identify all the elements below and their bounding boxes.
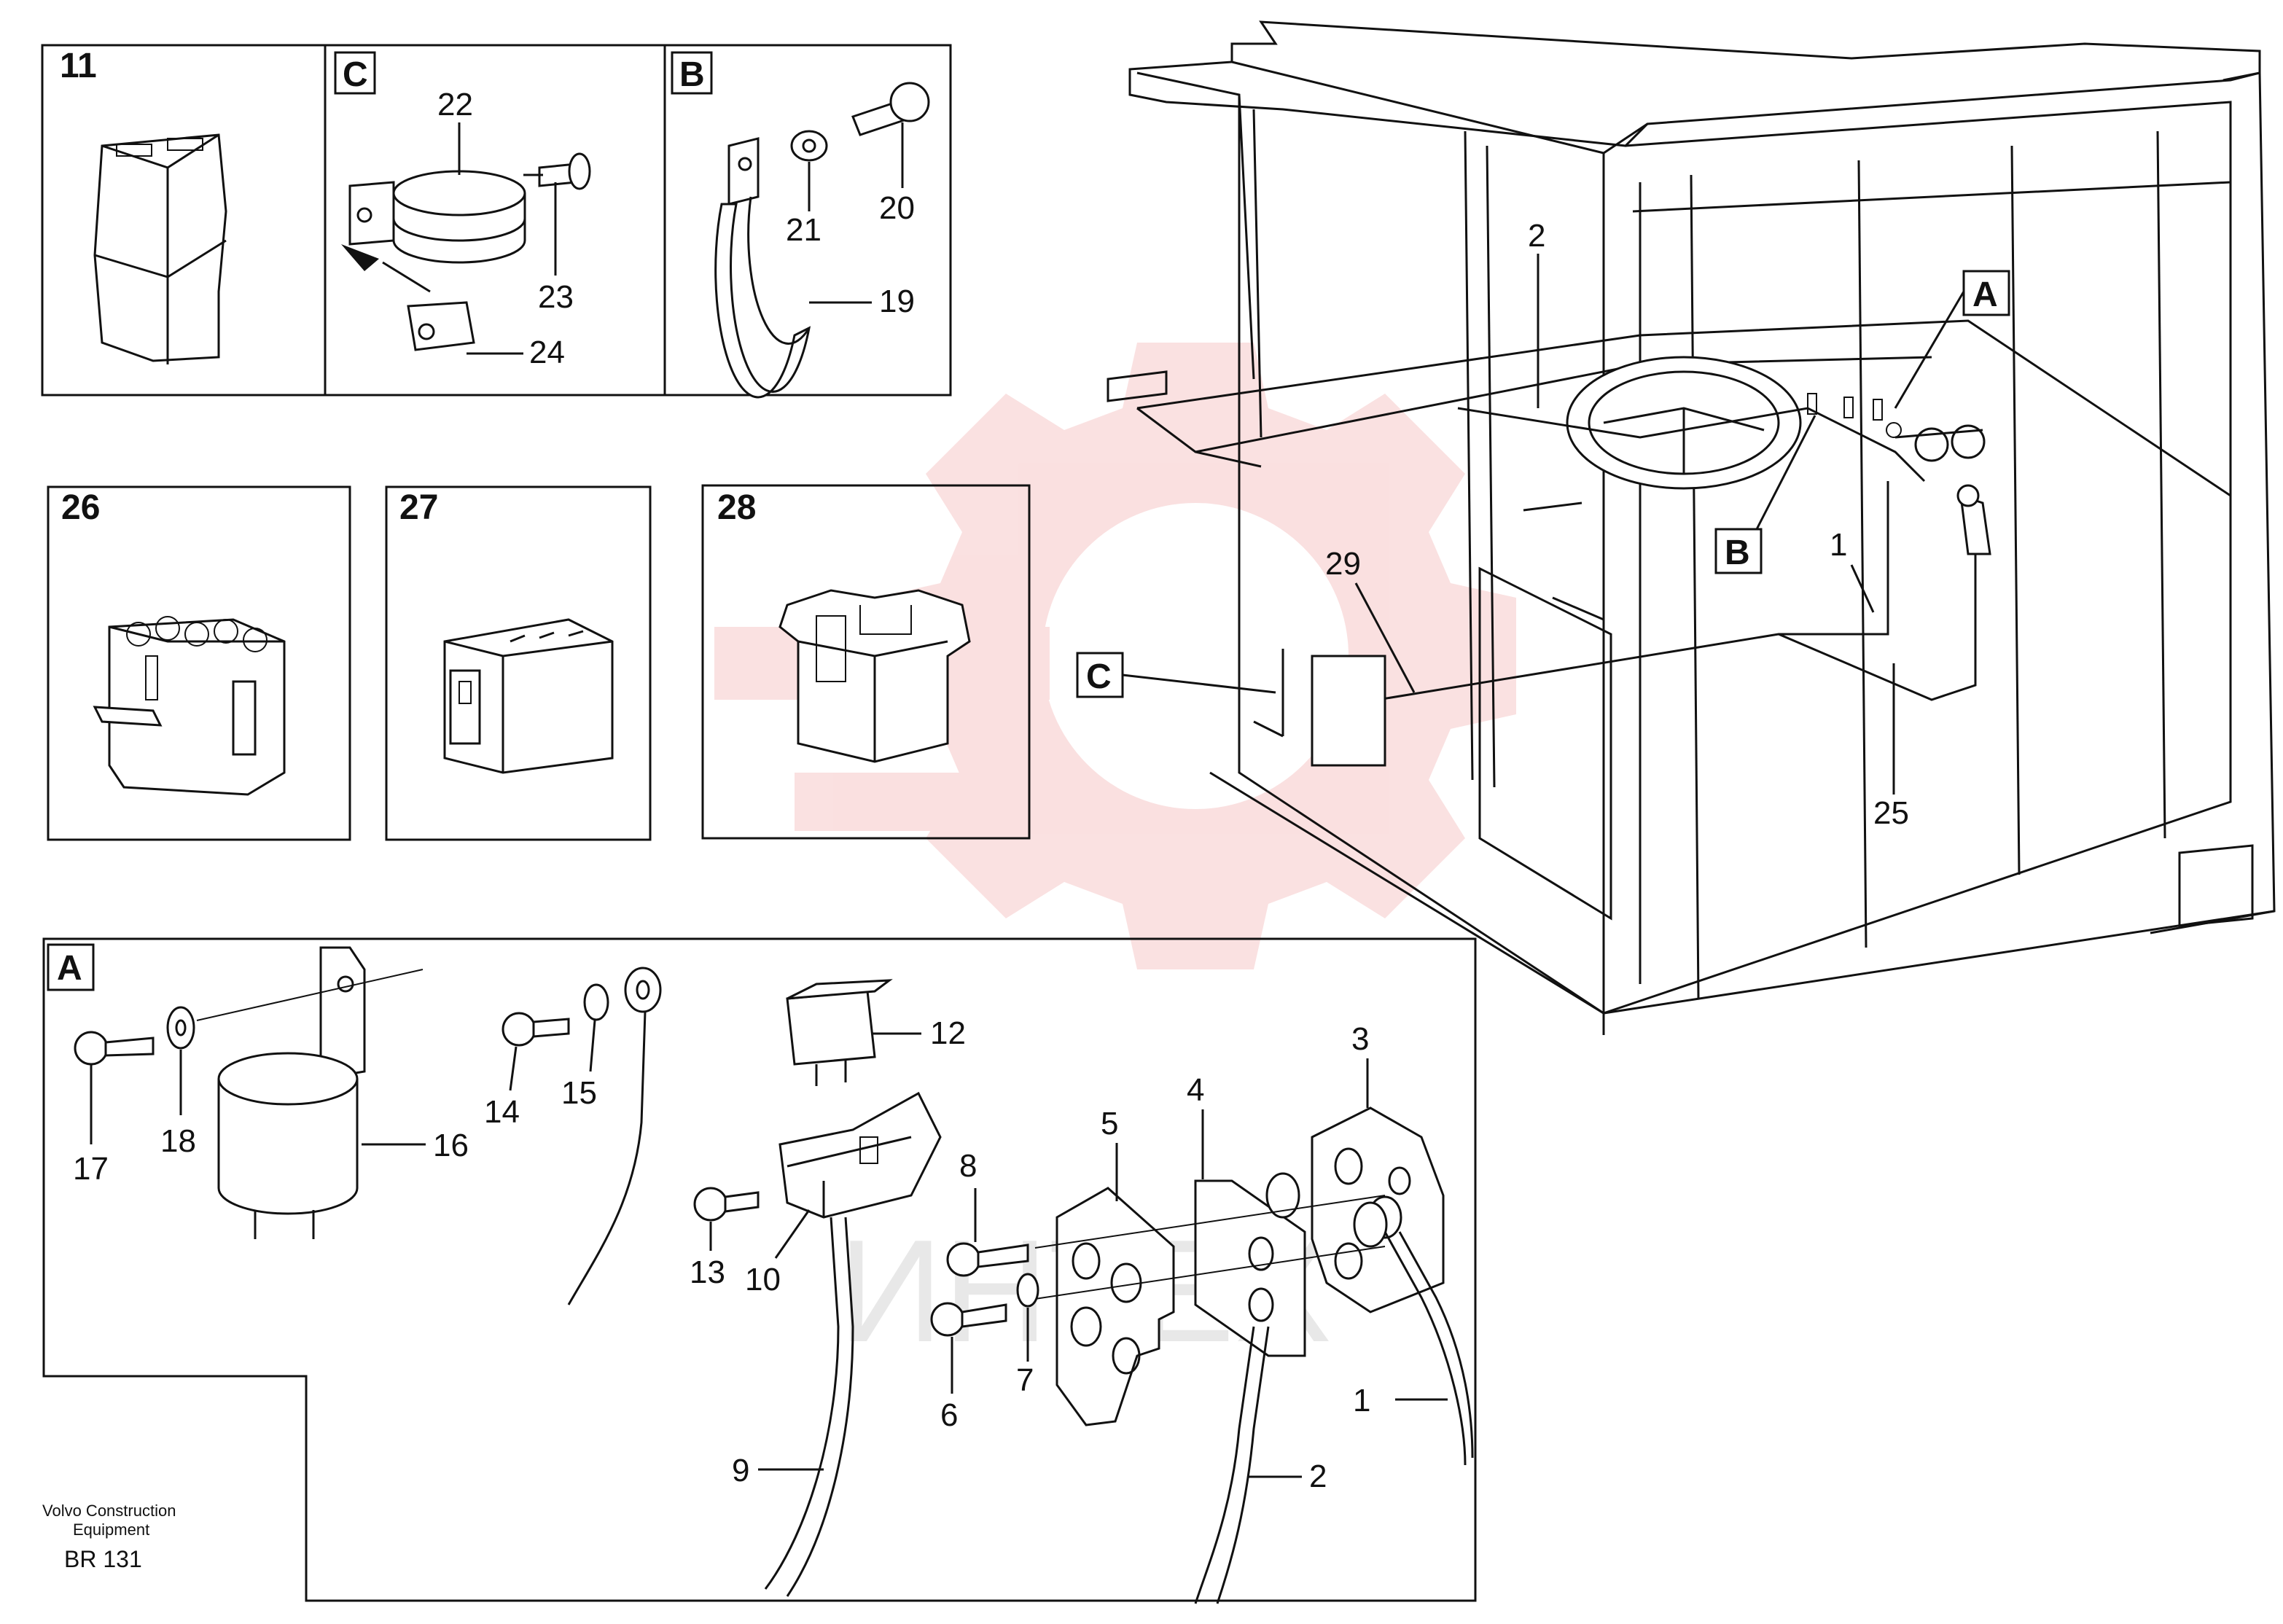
callout-b-box[interactable] (1714, 528, 1763, 574)
part-9-label: 9 (732, 1453, 749, 1488)
panel-28-frame (701, 484, 1031, 840)
part-21-label: 21 (786, 212, 822, 248)
panel-c-tagbox (334, 51, 376, 95)
panel-b-tagbox (671, 51, 713, 95)
callout-a-box[interactable] (1962, 270, 2010, 316)
relay-28-illustration (778, 589, 971, 763)
leader-callout-c (1122, 674, 1276, 694)
leader-callout-b (1755, 415, 1816, 530)
screw-13-illustration (693, 1187, 760, 1222)
panel-a-label: A (57, 949, 82, 988)
callout-c-box[interactable] (1076, 652, 1124, 698)
leader-14 (509, 1046, 518, 1091)
part-23-label: 23 (538, 279, 574, 315)
cab-relay-box (1311, 655, 1386, 767)
wire-harness-9b (786, 1217, 854, 1597)
leader-10 (774, 1209, 811, 1259)
panel-b-label: B (679, 55, 705, 94)
part-1-detail-label: 1 (1353, 1383, 1370, 1418)
part-2-detail-label: 2 (1309, 1459, 1327, 1494)
ground-cable-illustration (567, 967, 662, 1305)
part-17-label: 17 (73, 1151, 109, 1187)
part-18-label: 18 (160, 1123, 196, 1159)
cab-harness-2 (1457, 407, 1926, 483)
part-6-label: 6 (940, 1397, 958, 1433)
leader-cab-1 (1850, 564, 1875, 613)
flasher-16-illustration (217, 946, 366, 1239)
connector-26-illustration (93, 616, 286, 796)
leader-15 (589, 1020, 596, 1072)
panel-28-label: 28 (717, 488, 756, 527)
plate-5-illustration (1055, 1187, 1175, 1426)
cable-1b (1398, 1231, 1474, 1459)
cable-1 (1384, 1231, 1467, 1466)
leader-cab-29 (1354, 582, 1416, 693)
screw-8-illustration (946, 1242, 1029, 1277)
cab-clamp (1253, 649, 1284, 738)
clip-b-illustration (714, 82, 930, 399)
clamp-c-illustration (341, 152, 591, 351)
part-20-label: 20 (879, 190, 915, 226)
assembly-line-a1 (196, 969, 424, 1021)
cable-2b (1216, 1326, 1270, 1604)
screw-14-illustration (502, 1012, 570, 1047)
cab-part-25-label: 25 (1873, 795, 1909, 831)
socket-10-illustration (778, 1091, 942, 1219)
panel-11-label: 11 (60, 47, 97, 85)
panel-27-frame (385, 485, 652, 841)
part-8-label: 8 (959, 1148, 977, 1184)
callout-a-label: A (1972, 276, 1998, 314)
part-16-label: 16 (433, 1128, 469, 1163)
cab-harness-1 (1778, 554, 1977, 701)
footer-drawing-code: BR 131 (64, 1546, 142, 1572)
washer-18-illustration (166, 1006, 195, 1050)
panel-27-label: 27 (399, 488, 438, 527)
screw-6-illustration (930, 1302, 1007, 1337)
footer-company-line2: Equipment (73, 1520, 149, 1539)
connector-27-illustration (443, 618, 614, 774)
cab-harness-29 (1377, 481, 1889, 701)
gasket-4-illustration (1194, 1179, 1306, 1357)
panel-a-frame (42, 937, 1477, 1602)
grommet-upper (1265, 1172, 1300, 1219)
screw-17-illustration (74, 1031, 155, 1066)
panel-c-label: C (343, 55, 368, 94)
assembly-axis-1 (1034, 1195, 1386, 1249)
part-3-label: 3 (1351, 1021, 1369, 1057)
panel-26-label: 26 (61, 488, 100, 527)
assembly-axis-2 (1034, 1246, 1386, 1300)
washer-7-illustration (1016, 1273, 1039, 1308)
panel-a-tagbox (47, 943, 95, 991)
panel-26-frame (47, 485, 351, 841)
panel-b-frame (663, 44, 952, 397)
part-7-label: 7 (1016, 1362, 1034, 1398)
washer-15-illustration (583, 983, 609, 1021)
cable-2 (1194, 1326, 1255, 1604)
relay-12-illustration (786, 979, 893, 1086)
callout-b-label: B (1725, 534, 1750, 572)
cab-part-29-label: 29 (1325, 546, 1361, 582)
cab-part-2-label: 2 (1528, 218, 1545, 254)
part-22-label: 22 (437, 87, 473, 122)
cab-illustration (1107, 20, 2276, 1035)
footer-company-line1: Volvo Construction (42, 1502, 176, 1520)
grommet-lower (1353, 1201, 1388, 1248)
part-19-label: 19 (879, 284, 915, 319)
leader-callout-a (1894, 291, 1965, 409)
part-4-label: 4 (1187, 1072, 1204, 1108)
part-10-label: 10 (745, 1262, 781, 1297)
connector-11-illustration (93, 133, 227, 364)
part-14-label: 14 (484, 1094, 520, 1130)
part-15-label: 15 (561, 1075, 597, 1111)
part-12-label: 12 (930, 1015, 966, 1051)
cab-part-1-label: 1 (1830, 527, 1847, 563)
callout-c-label: C (1086, 657, 1112, 696)
part-5-label: 5 (1101, 1106, 1118, 1141)
part-13-label: 13 (690, 1254, 725, 1290)
wire-harness-9 (764, 1217, 840, 1590)
part-24-label: 24 (529, 335, 565, 370)
